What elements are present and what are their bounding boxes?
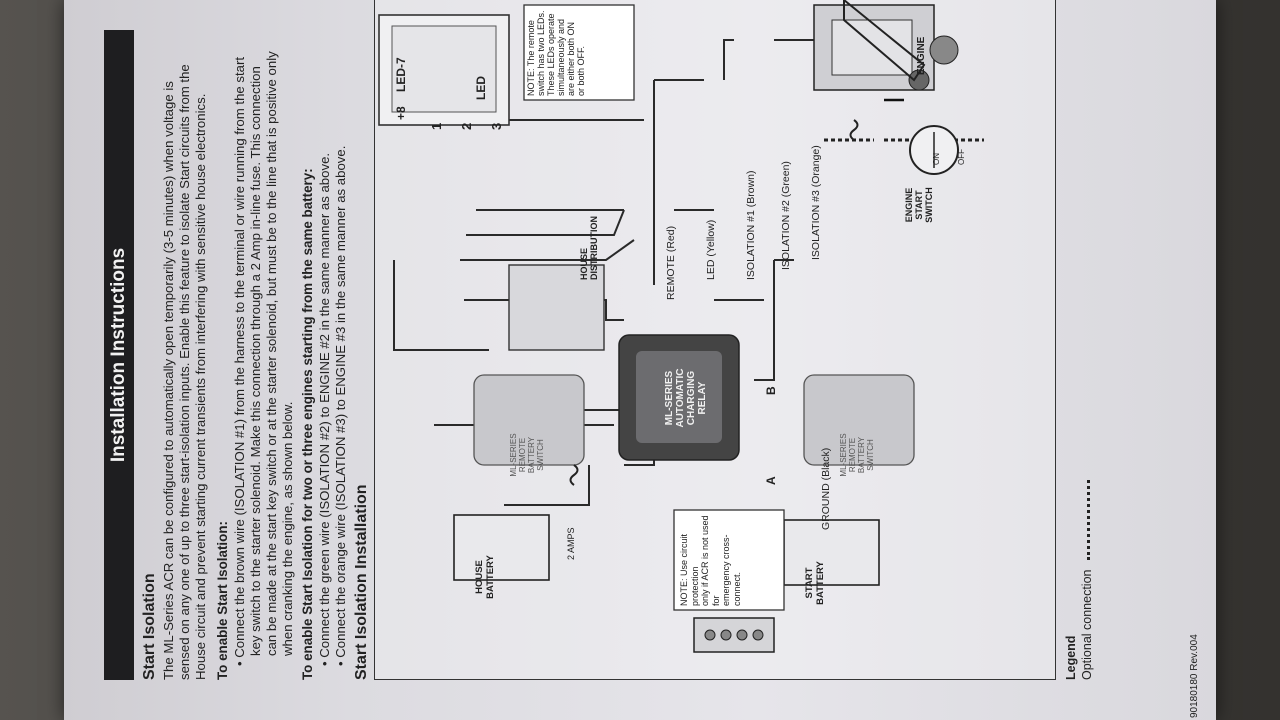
install-heading: Start Isolation Installation <box>353 484 370 680</box>
circuit-note-text: NOTE: Use circuit protection only if ACR… <box>679 508 742 606</box>
pin-plus8: +8 <box>394 106 408 120</box>
remote-note-line-6: or both OFF. <box>576 45 586 96</box>
wire-label-iso3: ISOLATION #3 (Orange) <box>810 145 822 260</box>
remote-switch-panel <box>378 14 510 126</box>
start-isolation-line-2: sensed on any one of up to three start-i… <box>177 64 192 680</box>
rbs-bottom-line-1: ML-SERIES <box>839 433 848 477</box>
wire-label-led: LED (Yellow) <box>705 219 717 280</box>
charging-relay <box>618 334 740 461</box>
ground-bus-bar <box>693 617 775 653</box>
remote-note-line-5: are either both ON <box>566 21 576 96</box>
engine <box>813 0 959 91</box>
engine-start-switch-label: ENGINE START SWITCH <box>904 180 934 230</box>
circuit-note-line-3: emergency cross-connect. <box>721 534 742 606</box>
remote-battery-switch-top-label: ML-SERIES REMOTE BATTERY SWITCH <box>509 425 545 485</box>
ess-line-2: START <box>914 190 924 220</box>
ess-line-1: ENGINE <box>904 187 914 223</box>
ess-line-3: SWITCH <box>924 187 934 223</box>
wire-label-ground: GROUND (Black) <box>820 447 832 530</box>
pin-minus7: -7 <box>394 57 408 68</box>
remote-note-line-3: These LEDs operate <box>546 13 556 96</box>
circuit-note-line-2: only if ACR is not used for <box>700 515 721 606</box>
rbs-bottom-line-4: SWITCH <box>866 439 875 471</box>
enable-two-three-line-1: • Connect the green wire (ISOLATION #2) … <box>317 152 332 666</box>
page-title: Installation Instructions <box>108 247 129 463</box>
enable-start-line-3: can be made at the start key switch or a… <box>264 51 279 656</box>
pin-led-top: LED <box>394 68 408 92</box>
house-battery-label: HOUSE BATTERY <box>474 552 496 602</box>
pin-led-bottom: LED <box>474 76 488 100</box>
enable-two-three-line-2: • Connect the orange wire (ISOLATION #3)… <box>333 145 348 666</box>
house-battery-line-1: HOUSE <box>474 560 485 594</box>
enable-two-three-heading: To enable Start Isolation for two or thr… <box>300 168 315 680</box>
rbs-top-line-3: BATTERY <box>527 436 536 474</box>
enable-start-line-2: key switch to the starter solenoid. Make… <box>248 66 263 656</box>
header-band: Installation Instructions <box>104 30 134 680</box>
house-battery <box>453 514 550 581</box>
relay-terminal-b: B <box>764 386 778 395</box>
legend-optional: Optional connection <box>1080 569 1094 681</box>
relay-label-line-3: CHARGING <box>686 370 697 426</box>
enable-start-line-4: when cranking the engine, as shown below… <box>280 401 295 656</box>
wire-label-remote: REMOTE (Red) <box>665 225 677 300</box>
relay-label-line-4: RELAY <box>697 381 708 415</box>
house-distribution-panel <box>508 264 605 351</box>
remote-battery-switch-top <box>473 374 585 466</box>
rotated-page-content: Installation Instructions Start Isolatio… <box>64 0 1216 720</box>
rbs-top-line-4: SWITCH <box>536 439 545 471</box>
switch-on-label: ON <box>932 153 941 165</box>
relay-label-line-1: ML-SERIES <box>664 370 675 426</box>
engine-start-switch <box>909 125 959 175</box>
start-isolation-heading: Start Isolation <box>141 573 158 680</box>
wiring-diagram <box>378 0 984 653</box>
house-distribution-label: HOUSE DISTRIBUTION <box>579 216 599 280</box>
switch-off-label: OFF <box>957 149 966 165</box>
relay-terminal-a: A <box>764 476 778 485</box>
start-isolation-line-3: House circuit and prevent starting curre… <box>193 93 208 680</box>
remote-battery-switch-bottom-label: ML-SERIES REMOTE BATTERY SWITCH <box>839 425 875 485</box>
remote-note-text: NOTE: The remote switch has two LEDs. Th… <box>526 8 586 96</box>
enable-start-line-1: • Connect the brown wire (ISOLATION #1) … <box>232 56 247 666</box>
pin-1: 1 <box>429 122 444 130</box>
engine-label: ENGINE <box>916 36 927 75</box>
remote-wire-lead <box>393 260 452 351</box>
fuse-start <box>849 119 859 141</box>
remote-note-box <box>523 4 635 101</box>
doc-number: 90180180 Rev.004 <box>1189 634 1200 718</box>
rbs-bottom-line-3: BATTERY <box>857 436 866 474</box>
house-distribution-line-1: HOUSE <box>579 247 589 280</box>
enable-start-heading: To enable Start Isolation: <box>215 521 230 680</box>
pin-3: 3 <box>489 122 504 130</box>
start-isolation-line-1: The ML-Series ACR can be configured to a… <box>161 81 176 680</box>
fuse-2amp <box>569 464 579 486</box>
start-battery-line-1: START <box>804 567 815 599</box>
rbs-top-line-1: ML-SERIES <box>509 433 518 477</box>
legend-dotted-line <box>1087 480 1090 560</box>
house-distribution-line-2: DISTRIBUTION <box>589 216 599 280</box>
circuit-note-line-1: NOTE: Use circuit protection <box>679 533 700 606</box>
start-battery-line-2: BATTERY <box>815 561 826 605</box>
wire-label-iso2: ISOLATION #2 (Green) <box>780 161 792 270</box>
remote-note-line-2: switch has two LEDs. <box>536 10 546 96</box>
relay-label: ML-SERIES AUTOMATIC CHARGING RELAY <box>664 358 708 438</box>
pin-2: 2 <box>459 122 474 130</box>
rbs-bottom-line-2: REMOTE <box>848 437 857 473</box>
circuit-note-box <box>673 509 785 611</box>
legend-title: Legend <box>1064 635 1078 680</box>
start-battery-label: START BATTERY <box>804 558 826 608</box>
house-battery-line-2: BATTERY <box>485 555 496 599</box>
wire-label-iso1: ISOLATION #1 (Brown) <box>745 170 757 280</box>
fuse-label: 2 AMPS <box>566 527 576 560</box>
remote-note-line-1: NOTE: The remote <box>526 20 536 96</box>
remote-battery-switch-bottom <box>803 374 915 466</box>
relay-label-line-2: AUTOMATIC <box>675 368 686 428</box>
rbs-top-line-2: REMOTE <box>518 437 527 473</box>
remote-note-line-4: simultaneously and <box>556 18 566 96</box>
